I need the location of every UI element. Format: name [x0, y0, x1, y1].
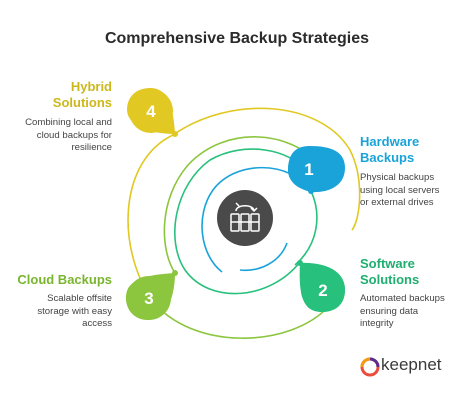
hardware-arc-mid — [294, 190, 318, 266]
hybrid-solutions-desc: Combining local and cloud backups for re… — [0, 117, 112, 155]
bubble-1: 1 — [288, 146, 345, 193]
cloud-desc-line3: access — [82, 318, 112, 329]
hybrid-arc-top — [172, 107, 361, 231]
server-sync-icon — [230, 202, 260, 232]
cloud-arc — [163, 136, 321, 274]
bubble-2-number: 2 — [318, 281, 327, 300]
software-solutions-title: Software Solutions — [360, 256, 419, 288]
bubble-3: 3 — [125, 273, 175, 320]
bubble-3-number: 3 — [144, 289, 153, 308]
software-title-line2: Solutions — [360, 272, 420, 287]
diagram-title: Comprehensive Backup Strategies — [104, 30, 370, 47]
software-desc-line1: Automated backups — [360, 293, 445, 304]
cloud-desc-line1: Scalable offsite — [47, 293, 112, 304]
cloud-title-line1: Cloud Backups — [17, 272, 112, 287]
software-desc-line3: integrity — [360, 318, 394, 329]
cloud-arc-bottom — [151, 299, 331, 339]
hardware-arc-inner — [201, 166, 312, 273]
hybrid-desc-line2: cloud backups for — [36, 129, 112, 141]
keepnet-logo-icon — [360, 357, 380, 377]
keepnet-logo-text: keepnet — [381, 355, 442, 374]
hardware-backups-title: Hardware Backups — [360, 134, 419, 166]
hybrid-desc-line3: resilience — [71, 142, 112, 153]
hardware-title-line2: Backups — [360, 150, 415, 165]
cloud-desc-line2: storage with easy — [37, 305, 112, 317]
hybrid-solutions-title: Hybrid Solutions — [0, 79, 112, 111]
hardware-desc-line2: using local servers — [360, 184, 440, 196]
hardware-desc-line3: or external drives — [360, 197, 434, 208]
bubble-2: 2 — [299, 262, 345, 312]
hybrid-title-line2: Solutions — [52, 95, 112, 110]
software-desc-line2: ensuring data — [360, 305, 419, 317]
cloud-backups-desc: Scalable offsite storage with easy acces… — [0, 293, 112, 331]
hardware-arc-inner-right — [239, 242, 288, 271]
hardware-desc-line1: Physical backups — [360, 172, 435, 183]
cloud-backups-title: Cloud Backups — [0, 272, 112, 288]
hybrid-title-line1: Hybrid — [70, 79, 112, 94]
software-title-line1: Software — [360, 256, 415, 271]
software-arc — [174, 148, 306, 295]
software-solutions-desc: Automated backups ensuring data integrit… — [360, 293, 445, 331]
hybrid-desc-line1: Combining local and — [25, 117, 112, 128]
bubble-4-number: 4 — [146, 102, 156, 121]
bubble-1-number: 1 — [304, 160, 313, 179]
center-hub — [217, 190, 273, 246]
hardware-title-line1: Hardware — [360, 134, 420, 149]
bubble-4: 4 — [127, 88, 175, 134]
hardware-backups-desc: Physical backups using local servers or … — [360, 172, 439, 210]
